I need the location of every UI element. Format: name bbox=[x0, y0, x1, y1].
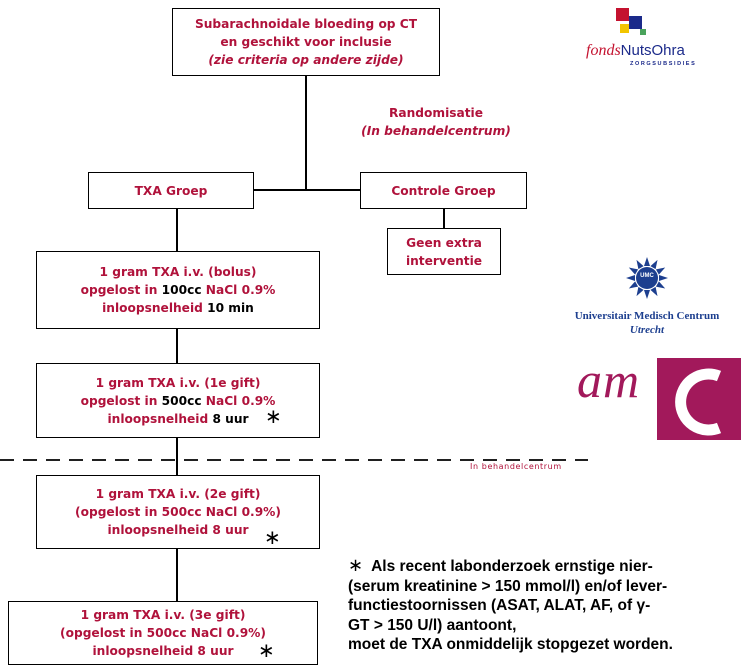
asterisk-gift-2: ∗ bbox=[264, 525, 281, 549]
box-line: 1 gram TXA i.v. (2e gift) bbox=[96, 485, 261, 503]
box-text: inloopsnelheid 8 uur bbox=[92, 644, 234, 658]
connector-txa-bolus bbox=[176, 208, 178, 252]
amc-logo-block bbox=[657, 358, 741, 440]
fonds-nutsohra-logo: fondsNutsOhra ZORGSUBSIDIES bbox=[586, 8, 706, 70]
box-txa-groep: TXA Groep bbox=[88, 172, 254, 209]
box-text: 500cc bbox=[161, 393, 206, 408]
box-line: opgelost in 100cc NaCl 0.9% bbox=[81, 281, 276, 299]
box-text: (zie criteria op andere zijde) bbox=[208, 53, 404, 67]
umc-logo-name: Universitair Medisch Centrum bbox=[574, 310, 720, 322]
umc-emblem-icon bbox=[626, 257, 668, 299]
box-text: interventie bbox=[405, 253, 483, 268]
umc-logo-badge: UMC bbox=[640, 273, 654, 279]
box-text: 1 gram TXA i.v. (1e gift) bbox=[95, 375, 261, 390]
connector-bolus-gift1 bbox=[176, 328, 178, 364]
box-text: 100cc bbox=[161, 283, 206, 297]
footnote-asterisk: ∗ bbox=[348, 555, 364, 575]
box-text: 1 gram TXA i.v. (bolus) bbox=[99, 265, 257, 279]
box-line: (zie criteria op andere zijde) bbox=[208, 51, 403, 69]
box-line: inloopsnelheid 8 uur bbox=[92, 642, 233, 660]
separator-label: In behandelcentrum bbox=[470, 462, 562, 471]
box-text: inloopsnelheid bbox=[102, 301, 208, 315]
connector-controle-geen bbox=[443, 208, 445, 229]
box-text: Geen extra bbox=[406, 235, 482, 250]
box-line: Subarachnoidale bloeding op CT bbox=[195, 15, 417, 33]
box-text: inloopsnelheid 8 uur bbox=[107, 523, 249, 537]
box-gift-2: 1 gram TXA i.v. (2e gift) (opgelost in 50… bbox=[36, 475, 320, 549]
box-line: en geschikt voor inclusie bbox=[220, 33, 391, 51]
asterisk-gift-3: ∗ bbox=[258, 638, 275, 662]
box-text: (opgelost in 500cc NaCl 0.9%) bbox=[75, 505, 281, 519]
connector-split-horizontal bbox=[254, 189, 360, 191]
connector-gift2-gift3 bbox=[176, 548, 178, 602]
box-text: (opgelost in 500cc NaCl 0.9%) bbox=[60, 626, 266, 640]
asterisk-gift-1: ∗ bbox=[265, 404, 282, 428]
randomisatie-subtitle: (In behandelcentrum) bbox=[361, 124, 511, 138]
box-text: 8 uur bbox=[212, 411, 249, 426]
umc-utrecht-logo: UMC Universitair Medisch Centrum Utrecht bbox=[552, 256, 741, 348]
footnote-line-2: (serum kreatinine > 150 mmol/l) en/of le… bbox=[348, 577, 668, 595]
box-geen-extra-interventie: Geen extra interventie bbox=[387, 228, 501, 275]
box-text: Subarachnoidale bloeding op CT bbox=[194, 17, 418, 31]
box-controle-groep: Controle Groep bbox=[360, 172, 527, 209]
amc-logo-text: am bbox=[577, 352, 641, 408]
box-text: 1 gram TXA i.v. (3e gift) bbox=[80, 608, 246, 622]
box-text: inloopsnelheid bbox=[107, 411, 213, 426]
randomisatie-title: Randomisatie bbox=[388, 106, 483, 120]
box-text: TXA Groep bbox=[134, 183, 208, 198]
box-line: 1 gram TXA i.v. (1e gift) bbox=[96, 374, 261, 392]
box-text: opgelost in bbox=[80, 283, 162, 297]
separator-dashed-line bbox=[0, 459, 588, 461]
box-text: NaCl 0.9% bbox=[205, 283, 276, 297]
footnote-line-1: ∗Als recent labonderzoek ernstige nier- bbox=[348, 555, 653, 575]
box-bolus: 1 gram TXA i.v. (bolus) opgelost in 100cc… bbox=[36, 251, 320, 329]
connector-gift1-gift2 bbox=[176, 437, 178, 476]
box-line: interventie bbox=[406, 252, 482, 270]
box-line: TXA Groep bbox=[135, 182, 208, 200]
fonds-logo-mark bbox=[616, 8, 646, 38]
box-text: 10 min bbox=[207, 301, 254, 315]
footnote-line-4: GT > 150 U/l) aantoont, bbox=[348, 616, 517, 634]
box-text: en geschikt voor inclusie bbox=[220, 35, 392, 49]
box-line: Geen extra bbox=[406, 234, 482, 252]
box-line: inloopsnelheid 8 uur bbox=[107, 521, 248, 539]
box-subarachnoidale-bloeding: Subarachnoidale bloeding op CT en geschik… bbox=[172, 8, 440, 76]
box-line: 1 gram TXA i.v. (bolus) bbox=[100, 263, 257, 281]
amc-logo: am bbox=[577, 350, 741, 442]
box-line: (opgelost in 500cc NaCl 0.9%) bbox=[75, 503, 281, 521]
box-line: Controle Groep bbox=[391, 182, 495, 200]
box-line: inloopsnelheid 8 uur bbox=[107, 410, 248, 428]
box-text: opgelost in bbox=[80, 393, 162, 408]
footnote-line-5: moet de TXA onmiddelijk stopgezet worden… bbox=[348, 636, 673, 653]
footnote-line-3: functiestoornissen (ASAT, ALAT, AF, of γ… bbox=[348, 597, 651, 614]
footnote: ∗Als recent labonderzoek ernstige nier- … bbox=[348, 555, 740, 655]
box-gift-1: 1 gram TXA i.v. (1e gift) opgelost in 500… bbox=[36, 363, 320, 438]
fonds-logo-tagline: ZORGSUBSIDIES bbox=[630, 61, 697, 67]
randomisatie-label: Randomisatie (In behandelcentrum) bbox=[358, 104, 514, 140]
fonds-logo-name: NutsOhra bbox=[620, 42, 685, 59]
box-text: NaCl 0.9% bbox=[205, 393, 276, 408]
box-line: (opgelost in 500cc NaCl 0.9%) bbox=[60, 624, 266, 642]
connector-sab-split bbox=[305, 75, 307, 190]
box-gift-3: 1 gram TXA i.v. (3e gift) (opgelost in 50… bbox=[8, 601, 318, 665]
umc-logo-city: Utrecht bbox=[629, 324, 665, 336]
box-text: 1 gram TXA i.v. (2e gift) bbox=[95, 487, 261, 501]
box-line: 1 gram TXA i.v. (3e gift) bbox=[81, 606, 246, 624]
fonds-logo-italic: fonds bbox=[586, 42, 621, 59]
box-text: Controle Groep bbox=[391, 183, 496, 198]
box-line: inloopsnelheid 10 min bbox=[102, 299, 254, 317]
box-line: opgelost in 500cc NaCl 0.9% bbox=[81, 392, 276, 410]
amc-c-icon bbox=[675, 368, 722, 436]
